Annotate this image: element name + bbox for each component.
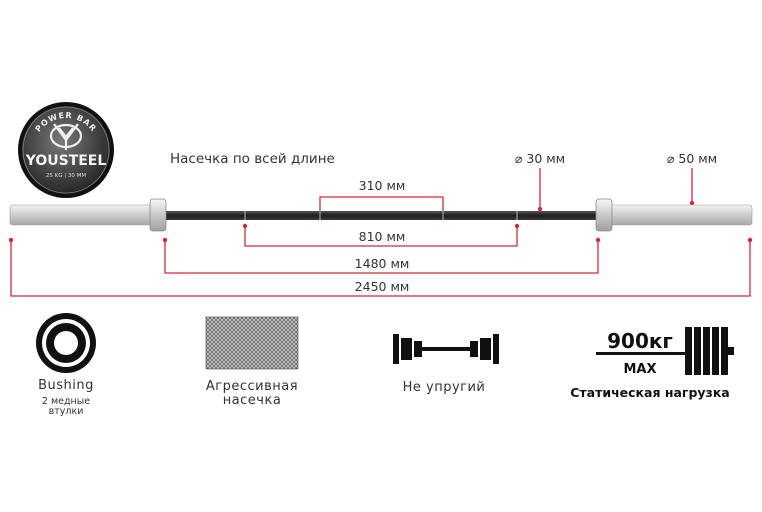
dimension-310-label: 310 мм <box>359 178 406 193</box>
feature-rigid: Не упругий <box>393 334 499 395</box>
dimension-2450-label: 2450 мм <box>355 279 410 294</box>
rigid-label: Не упругий <box>403 380 486 395</box>
load-caption: Статическая нагрузка <box>570 385 730 400</box>
feature-load: 900кг MAX Статическая нагрузка <box>570 327 734 400</box>
left-collar <box>149 198 167 232</box>
knurl-label-line2: насечка <box>223 393 282 408</box>
knurl-texture-icon <box>205 316 299 370</box>
dimension-810: 810 мм <box>242 223 520 247</box>
logo-emblem-icon <box>49 123 83 150</box>
bushing-subtitle-line2: втулки <box>49 406 84 417</box>
bushing-title: Bushing <box>38 378 94 393</box>
load-bar-line <box>596 352 685 355</box>
dimension-1480-label: 1480 мм <box>355 256 410 271</box>
logo-inner-ring <box>22 106 110 194</box>
shaft-diameter-label: ⌀ 30 мм <box>515 151 565 166</box>
knurling-label: Насечка по всей длине <box>170 151 335 167</box>
load-value: 900кг <box>607 329 673 353</box>
bushing-subtitle-line1: 2 медные <box>42 396 90 407</box>
feature-knurl: Агрессивная насечка <box>205 316 299 408</box>
knurl-label-line1: Агрессивная <box>206 379 298 394</box>
dumbbell-icon <box>393 334 499 364</box>
shaft-diameter-dot <box>537 206 543 212</box>
left-sleeve <box>9 204 159 226</box>
dimension-2450: 2450 мм <box>8 237 753 297</box>
barbell <box>9 198 753 232</box>
bushing-icon <box>36 313 96 373</box>
sleeve-diameter-label: ⌀ 50 мм <box>667 151 717 166</box>
logo-brand: YOUSTEEL <box>25 153 107 169</box>
dimension-1480: 1480 мм <box>162 237 601 274</box>
shaft <box>160 211 602 220</box>
logo-bottom-text: 25 KG | 30 MM <box>46 173 86 179</box>
right-collar <box>595 198 613 232</box>
sleeve-diameter-dot <box>689 200 695 206</box>
brand-logo: POWER BAR YOUSTEEL 25 KG | 30 MM <box>18 102 114 198</box>
feature-bushing: Bushing 2 медные втулки <box>36 313 96 417</box>
right-sleeve <box>603 204 753 226</box>
dimension-810-label: 810 мм <box>359 229 406 244</box>
load-max: MAX <box>623 362 656 377</box>
knurl-marks <box>244 211 518 220</box>
heavy-barbell-icon <box>685 327 734 375</box>
dimension-310: 310 мм <box>317 178 446 217</box>
